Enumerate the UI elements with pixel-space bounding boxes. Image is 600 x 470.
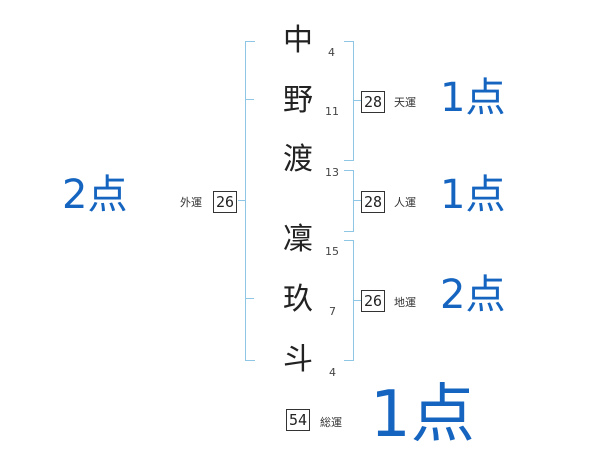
name-char: 野 [283, 83, 313, 118]
name-char: 中 [283, 23, 313, 58]
name-char: 渡 [283, 142, 313, 177]
outer-bracket-tick [245, 298, 254, 299]
soukaku-value: 54 [286, 409, 311, 431]
gaikaku-score: 2点 [62, 172, 128, 218]
tenkaku-bracket [344, 41, 354, 161]
stroke-count: 4 [329, 366, 336, 379]
soukaku-score: 1点 [370, 378, 475, 452]
chikaku-connector [353, 300, 361, 301]
tenkaku-value: 28 [361, 91, 386, 113]
jinkaku-connector [353, 200, 361, 201]
chikaku-value: 26 [361, 290, 386, 312]
outer-bracket-connector [238, 200, 246, 201]
stroke-count: 15 [325, 245, 339, 258]
gaikaku-label: 外運 [180, 196, 202, 209]
jinkaku-value: 28 [361, 191, 386, 213]
name-char: 玖 [283, 282, 313, 317]
stroke-count: 7 [329, 305, 336, 318]
tenkaku-score: 1点 [440, 75, 506, 121]
chikaku-label: 地運 [394, 296, 416, 309]
stroke-count: 4 [328, 46, 335, 59]
gaikaku-value: 26 [213, 191, 238, 213]
jinkaku-label: 人運 [394, 196, 416, 209]
chikaku-score: 2点 [440, 272, 506, 318]
jinkaku-score: 1点 [440, 172, 506, 218]
soukaku-label: 総運 [320, 416, 342, 429]
jinkaku-bracket [344, 170, 354, 232]
tenkaku-label: 天運 [394, 96, 416, 109]
name-char: 斗 [283, 342, 313, 377]
outer-bracket-tick [245, 99, 254, 100]
name-char: 凜 [283, 222, 313, 257]
outer-bracket [245, 41, 255, 361]
stroke-count: 13 [325, 166, 339, 179]
tenkaku-connector [353, 100, 361, 101]
stroke-count: 11 [325, 105, 339, 118]
